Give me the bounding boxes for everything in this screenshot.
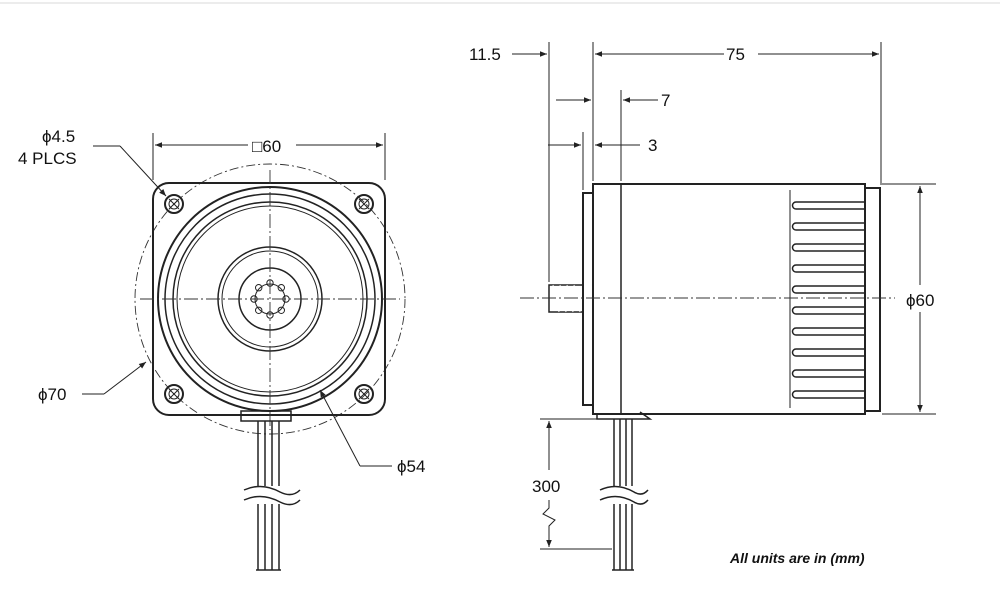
side-lead-wires [599,419,649,571]
side-flange [582,192,594,406]
svg-text:ϕ4.5: ϕ4.5 [42,127,75,146]
diameter-symbol: ϕ [42,127,52,146]
cooling-fins [789,190,865,408]
bolt-circle-dim: 70 [48,385,67,404]
pilot-dia-dim: 54 [407,457,426,476]
shaft-length-dim: 11.5 [469,45,501,64]
lead-length-dim: 300 [532,477,560,496]
units-note: All units are in (mm) [729,550,865,566]
front-view: □60 ϕ4.5 4 PLCS ϕ70 ϕ54 [18,127,425,571]
square-size-dim: 60 [262,137,281,156]
svg-text:□60: □60 [252,137,281,156]
end-cap [864,187,881,412]
mounting-hole [354,194,374,214]
svg-text:ϕ54: ϕ54 [397,457,425,476]
motor-body [592,183,866,415]
mounting-hole [164,194,184,214]
bolt-circle [134,163,406,435]
mounting-hole [164,384,184,404]
svg-text:ϕ60: ϕ60 [906,291,934,310]
svg-text:ϕ70: ϕ70 [38,385,66,404]
pilot-depth-dim: 3 [648,136,657,155]
geared-shaft [548,284,584,313]
lead-wires [243,421,301,571]
body-length-dim: 75 [726,45,745,64]
hole-dia-dim: 4.5 [52,127,76,146]
flange-thickness-dim: 7 [661,91,670,110]
hole-count-label: 4 PLCS [18,149,77,168]
mounting-hole [354,384,374,404]
side-view: 11.5 75 7 3 ϕ60 300 [469,42,936,571]
body-dia-dim: 60 [916,291,935,310]
square-symbol: □ [252,137,262,156]
